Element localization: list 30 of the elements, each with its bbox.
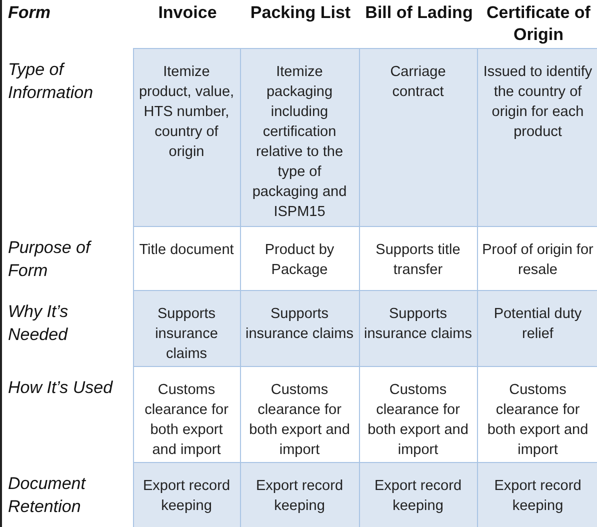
row-header: Document Retention [1,462,133,527]
table-entry: Itemize packaging including certification relative to the type of packaging and ISPM15 [240,48,359,226]
table-entry: Title document [133,226,240,290]
table-entry: Export record keeping [240,462,359,527]
table-entry: Customs clearance for both export and import [359,366,477,462]
row-header: How It’s Used [1,366,133,462]
table-entry: Issued to identify the country of origin for each product [477,48,597,226]
column-header: Bill of Lading [359,0,477,48]
table-entry: Supports title transfer [359,226,477,290]
table-entry: Carriage contract [359,48,477,226]
column-header: Packing List [240,0,359,48]
table-entry: Potential duty relief [477,290,597,366]
table-entry: Supports insurance claims [240,290,359,366]
table-entry: Supports insurance claims [359,290,477,366]
row-header: Purpose of Form [1,226,133,290]
table-entry: Product by Package [240,226,359,290]
row-header: Why It’s Needed [1,290,133,366]
column-header: Invoice [133,0,240,48]
table-entry: Itemize product, value, HTS number, country of origin [133,48,240,226]
table-entry: Customs clearance for both export and import [477,366,597,462]
table-entry: Supports insurance claims [133,290,240,366]
column-header: Certificate of Origin [477,0,597,48]
table-entry: Export record keeping [133,462,240,527]
table-entry: Customs clearance for both export and import [133,366,240,462]
table-entry: Export record keeping [359,462,477,527]
table-entry: Customs clearance for both export and import [240,366,359,462]
row-header: Type of Information [1,48,133,226]
table-entry: Export record keeping [477,462,597,527]
column-header: Form [1,0,133,48]
table-entry: Proof of origin for resale [477,226,597,290]
